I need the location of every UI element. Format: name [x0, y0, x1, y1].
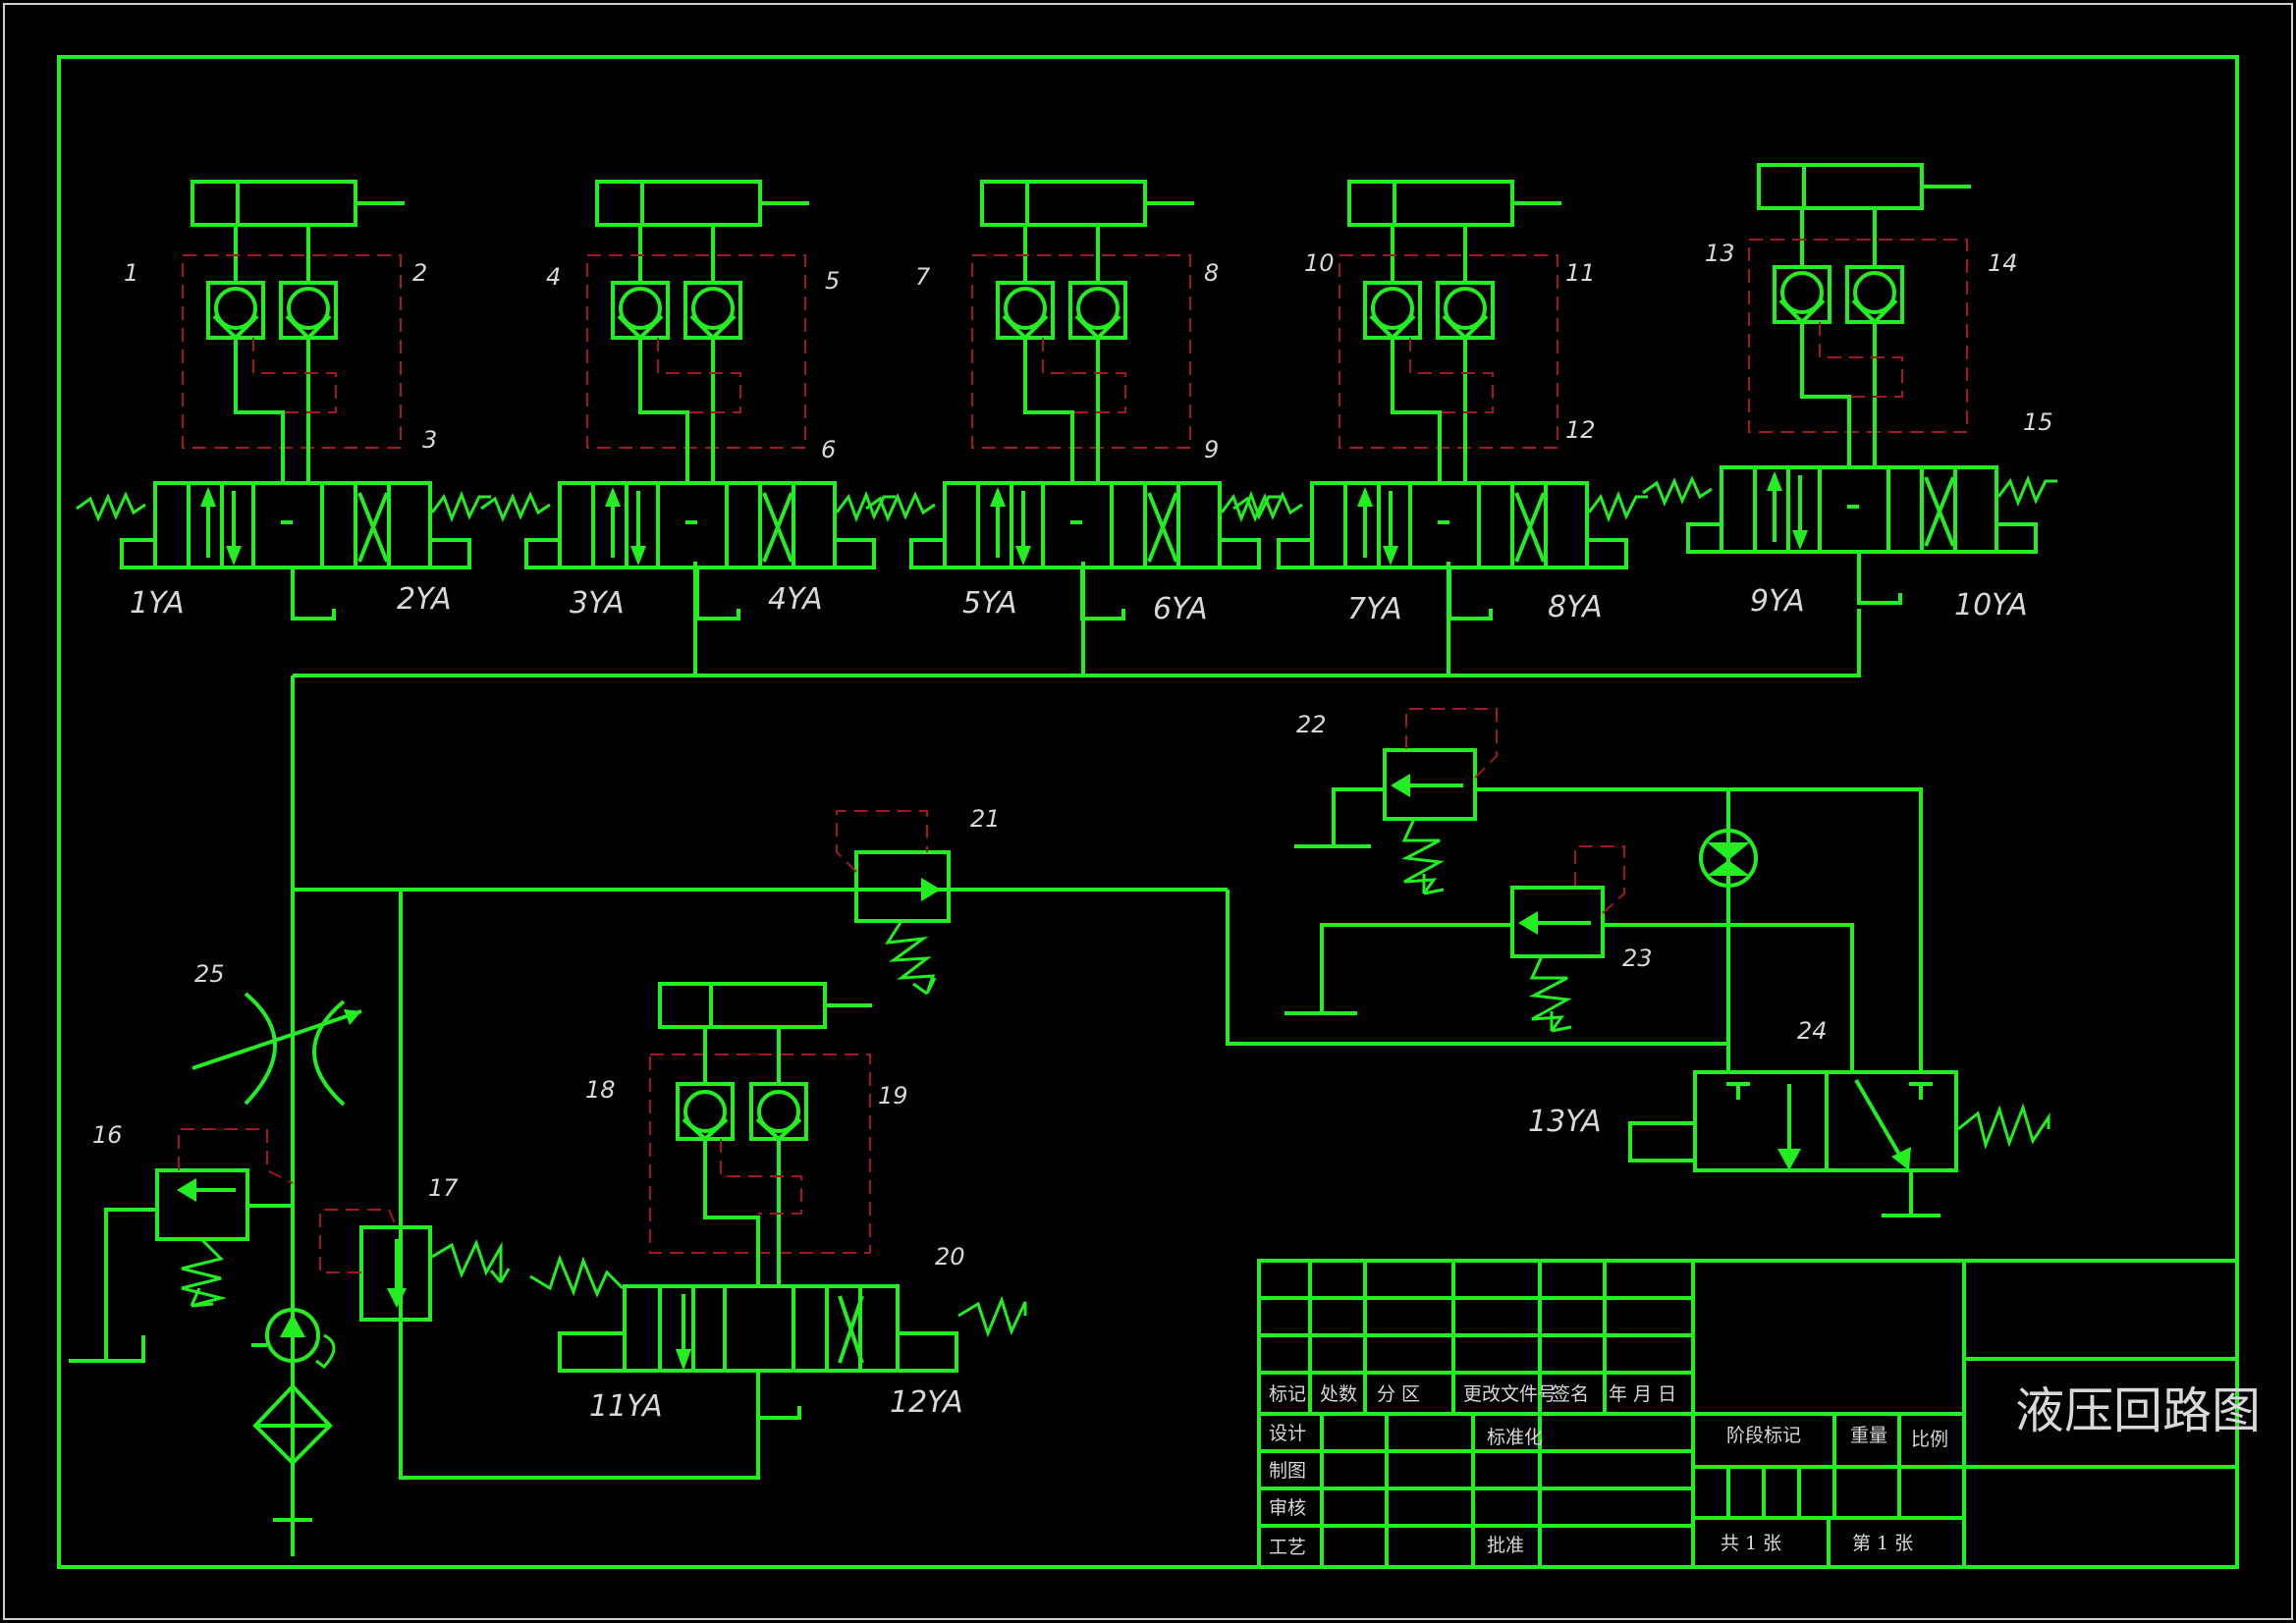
tb-drawn: 制图: [1269, 1460, 1306, 1482]
solenoid-1YA: 1YA: [130, 586, 185, 621]
label-7: 7: [915, 263, 931, 291]
label-23: 23: [1622, 945, 1653, 972]
tb-check: 审核: [1269, 1497, 1306, 1519]
label-15: 15: [2023, 408, 2053, 436]
label-18: 18: [585, 1076, 616, 1104]
pressure-line: [291, 562, 1861, 1556]
solenoid-12YA: 12YA: [890, 1385, 963, 1420]
label-4: 4: [546, 263, 561, 291]
label-11: 11: [1565, 259, 1596, 287]
drawing-frame: [57, 55, 2239, 1569]
tb-sheet-no: 第 1 张: [1852, 1533, 1913, 1554]
label-6: 6: [821, 436, 836, 463]
tb-mark: 标记: [1269, 1383, 1306, 1405]
label-5: 5: [825, 267, 840, 295]
pressure-valve-17: [319, 1209, 511, 1322]
labels: 1 2 3 4 5 6 7 8 9 10 11 12 13 14 15 16 1…: [92, 240, 2053, 1424]
solenoid-9YA: 9YA: [1750, 584, 1805, 619]
solenoid-2YA: 2YA: [397, 582, 452, 617]
actuator-unit-5: [1642, 163, 2057, 605]
tb-total-sheets: 共 1 张: [1721, 1533, 1781, 1554]
label-20: 20: [935, 1243, 965, 1271]
label-19: 19: [878, 1082, 908, 1109]
throttle-valve-25: [191, 992, 362, 1107]
tb-change-doc: 更改文件号: [1463, 1383, 1557, 1405]
label-9: 9: [1204, 436, 1219, 463]
label-1: 1: [124, 259, 138, 287]
relief-valve-16: [69, 1128, 294, 1363]
label-2: 2: [412, 259, 427, 287]
label-25: 25: [194, 960, 225, 988]
label-17: 17: [428, 1174, 459, 1202]
actuator-unit-4: [1232, 180, 1648, 621]
valve-22: [1383, 748, 1477, 821]
actuator-unit-2: [480, 180, 896, 621]
solenoid-6YA: 6YA: [1153, 592, 1208, 626]
tb-scale: 比例: [1911, 1429, 1948, 1450]
tb-weight: 重量: [1850, 1425, 1887, 1446]
label-13: 13: [1705, 240, 1735, 267]
tb-sign: 签名: [1552, 1383, 1589, 1405]
drawing-title: 液压回路图: [2015, 1382, 2261, 1439]
solenoid-7YA: 7YA: [1347, 592, 1402, 626]
solenoid-13YA: 13YA: [1528, 1105, 1602, 1139]
actuator-unit-1: [76, 180, 491, 621]
title-block: 标记 处数 分 区 更改文件号 签名 年 月 日 设计 制图 审核 工艺 标准化…: [1257, 1259, 2261, 1569]
actuator-units: [76, 163, 2057, 621]
sequence-valve-21: [836, 810, 951, 996]
lower-unit: [529, 982, 1027, 1420]
label-16: 16: [92, 1121, 123, 1149]
solenoid-4YA: 4YA: [768, 582, 823, 617]
label-24: 24: [1797, 1017, 1828, 1045]
flow-indicator-icon: [1699, 829, 1758, 888]
pump-icon: [265, 1308, 320, 1363]
label-21: 21: [970, 805, 1001, 833]
solenoid-3YA: 3YA: [570, 586, 625, 621]
actuator-unit-3: [865, 180, 1281, 621]
label-8: 8: [1204, 259, 1219, 287]
solenoid-11YA: 11YA: [589, 1389, 663, 1424]
valve-23: [1510, 886, 1605, 958]
tb-stage-mark: 阶段标记: [1726, 1425, 1801, 1446]
pump-group: [251, 1308, 336, 1522]
solenoid-10YA: 10YA: [1954, 588, 2028, 622]
tb-zone: 分 区: [1377, 1383, 1420, 1405]
right-circuit: [1285, 708, 2050, 1217]
label-10: 10: [1304, 249, 1335, 277]
tb-process: 工艺: [1269, 1537, 1306, 1558]
label-12: 12: [1565, 416, 1596, 444]
label-3: 3: [422, 426, 437, 454]
sheet-border: [3, 3, 2293, 1620]
tb-design: 设计: [1269, 1423, 1306, 1444]
solenoid-8YA: 8YA: [1548, 590, 1603, 624]
tb-standardization: 标准化: [1487, 1427, 1543, 1448]
tb-approve: 批准: [1487, 1535, 1524, 1556]
tb-count: 处数: [1320, 1383, 1357, 1405]
tb-date: 年 月 日: [1609, 1383, 1676, 1405]
solenoid-5YA: 5YA: [962, 586, 1017, 621]
label-22: 22: [1296, 711, 1327, 738]
label-14: 14: [1988, 249, 2018, 277]
